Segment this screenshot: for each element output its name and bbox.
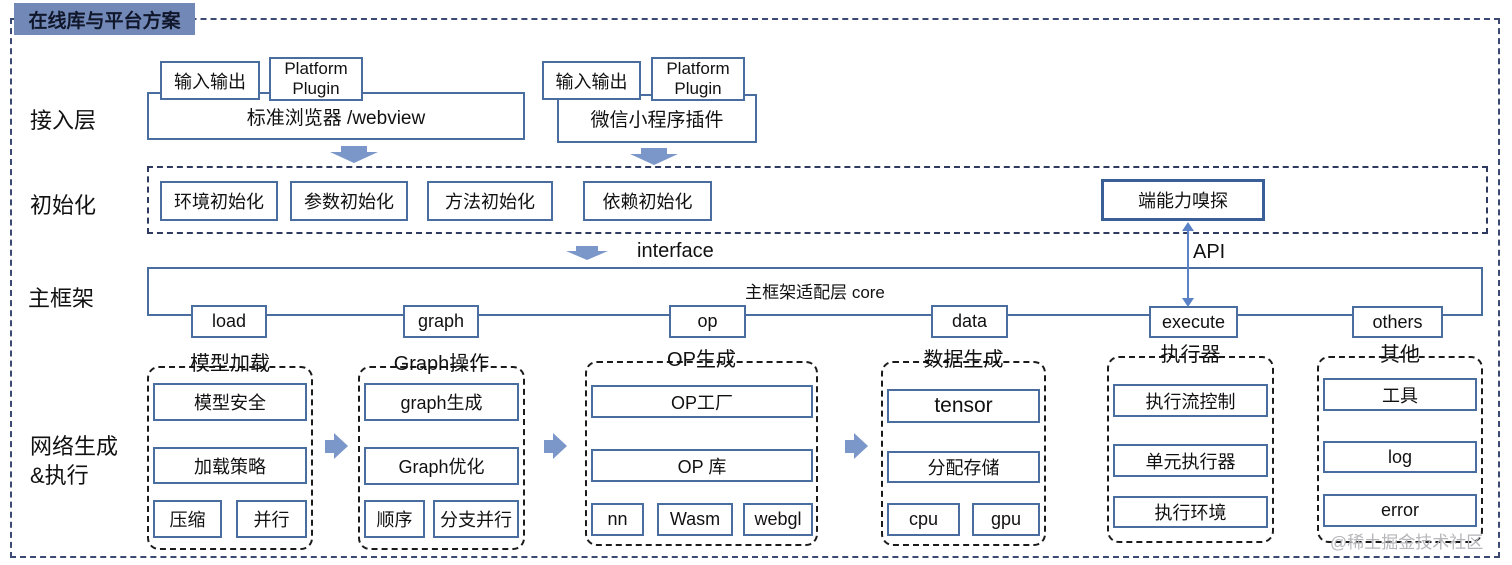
io-tab-browser: 输入输出 — [160, 61, 260, 100]
layer-label-main: 主框架 — [28, 286, 95, 311]
init-layer-container — [147, 166, 1488, 234]
group-executor-title: 执行器 — [1160, 344, 1221, 366]
box-nn: nn — [591, 503, 644, 536]
box-log: log — [1323, 441, 1477, 473]
port-execute: execute — [1149, 306, 1238, 338]
box-alloc-storage: 分配存储 — [887, 451, 1040, 483]
group-model-load-title: 模型加载 — [190, 353, 270, 375]
platform-plugin-tab-miniprogram: Platform Plugin — [651, 57, 745, 101]
box-webgl: webgl — [743, 503, 813, 536]
group-data-generate-title: 数据生成 — [923, 349, 1004, 371]
box-exec-env: 执行环境 — [1113, 496, 1268, 528]
group-others — [1317, 356, 1483, 543]
wechat-miniprogram-box: 微信小程序插件 — [557, 94, 757, 143]
box-wasm: Wasm — [657, 503, 733, 536]
box-op-factory: OP工厂 — [591, 385, 813, 418]
port-op: op — [669, 305, 746, 338]
right-arrow-icon — [845, 433, 868, 459]
box-gpu: gpu — [972, 503, 1040, 536]
interface-label: interface — [637, 240, 714, 262]
layer-label-init: 初始化 — [30, 193, 97, 218]
right-arrow-icon — [325, 433, 348, 459]
main-core-label: 主框架适配层 core — [745, 283, 885, 302]
group-op-generate-title: OP生成 — [667, 349, 736, 371]
down-arrow-icon — [330, 146, 378, 163]
diagram-title: 在线库与平台方案 — [14, 3, 195, 35]
platform-plugin-tab-browser: Platform Plugin — [269, 57, 363, 101]
io-tab-miniprogram: 输入输出 — [542, 61, 641, 100]
box-sequence: 顺序 — [364, 500, 425, 538]
box-compress: 压缩 — [153, 500, 222, 538]
capability-probe-box: 端能力嗅探 — [1101, 179, 1265, 221]
layer-label-network-line2: &执行 — [30, 463, 89, 488]
port-others: others — [1352, 306, 1443, 338]
port-graph: graph — [403, 305, 479, 338]
port-data: data — [931, 305, 1008, 338]
box-op-library: OP 库 — [591, 449, 813, 482]
layer-label-access: 接入层 — [30, 108, 97, 133]
box-cpu: cpu — [887, 503, 960, 536]
group-op-generate — [585, 361, 818, 546]
api-label: API — [1193, 241, 1226, 263]
box-model-safety: 模型安全 — [153, 383, 307, 421]
diagram-outer-frame — [10, 18, 1500, 558]
init-box-param: 参数初始化 — [290, 181, 408, 221]
box-unit-executor: 单元执行器 — [1113, 444, 1268, 477]
interface-down-arrow-icon — [566, 246, 608, 260]
init-box-env: 环境初始化 — [160, 181, 278, 221]
box-branch-parallel: 分支并行 — [433, 500, 519, 538]
box-error: error — [1323, 494, 1477, 527]
box-exec-flow-control: 执行流控制 — [1113, 384, 1268, 417]
right-arrow-icon — [544, 433, 567, 459]
box-load-strategy: 加载策略 — [153, 447, 307, 484]
group-executor — [1107, 356, 1274, 543]
api-double-arrow-icon — [1182, 222, 1194, 307]
init-box-dependency: 依赖初始化 — [583, 181, 712, 221]
group-graph-ops-title: Graph操作 — [393, 353, 490, 375]
box-tensor: tensor — [887, 389, 1040, 423]
group-model-load — [147, 366, 313, 550]
watermark: @稀土掘金技术社区 — [1330, 533, 1484, 552]
box-graph-optimize: Graph优化 — [364, 447, 519, 485]
port-load: load — [191, 305, 267, 338]
box-parallel: 并行 — [236, 500, 307, 538]
layer-label-network-line1: 网络生成 — [30, 434, 119, 459]
main-core-box: 主框架适配层 core — [147, 267, 1483, 316]
box-tools: 工具 — [1323, 378, 1477, 411]
group-others-title: 其他 — [1380, 344, 1420, 366]
box-graph-generate: graph生成 — [364, 383, 519, 421]
group-data-generate — [881, 361, 1046, 546]
group-graph-ops — [358, 366, 525, 550]
init-box-method: 方法初始化 — [427, 181, 553, 221]
layer-label-network: 网络生成 &执行 — [30, 432, 118, 490]
down-arrow-icon — [630, 148, 678, 165]
